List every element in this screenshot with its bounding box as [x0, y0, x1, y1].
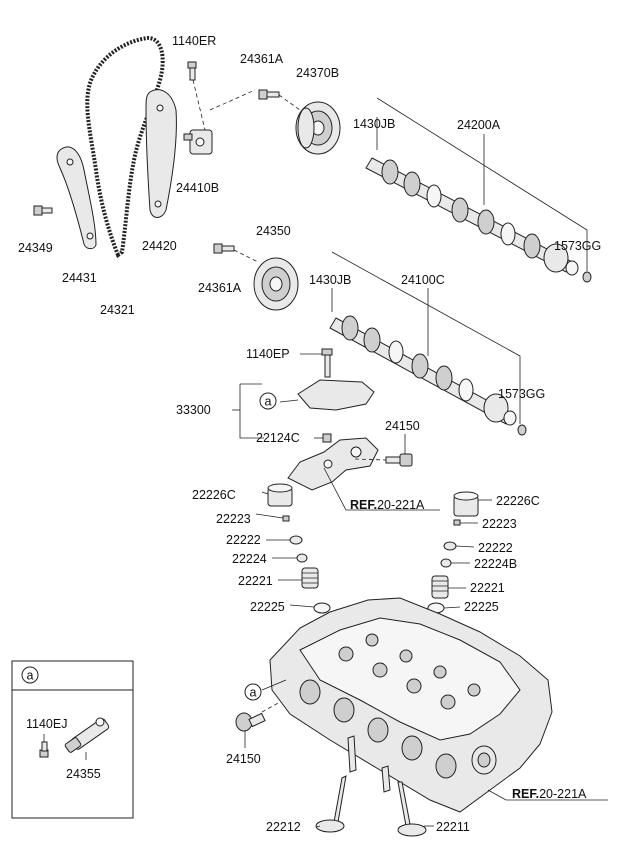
bracket-33300-drawing: [297, 379, 375, 411]
timing-chain-drawing: [85, 35, 165, 259]
valve-train-right: [427, 491, 492, 614]
seat-22224B-right-drawing: [440, 558, 452, 568]
callout-a-lower-letter: a: [250, 686, 257, 700]
label-22224: 22224: [232, 552, 267, 566]
seal-22225-left-drawing: [313, 602, 331, 614]
callout-a-lower: [244, 683, 262, 701]
chain-guide-left: [56, 146, 97, 250]
label-24150-bottom: 24150: [226, 752, 261, 766]
cvvt-sprocket-24370B-drawing: [295, 101, 341, 155]
label-24355: 24355: [66, 767, 101, 781]
bolt-1140EJ-drawing: [39, 741, 49, 758]
plug-1573GG-mid-drawing: [517, 424, 527, 436]
bolt-24361A-top-drawing: [258, 89, 280, 100]
label-24361A-mid: 24361A: [198, 281, 242, 295]
label-24150-top: 24150: [385, 419, 420, 433]
plug-1573GG-top-drawing: [582, 271, 592, 283]
label-1140EJ: 1140EJ: [26, 717, 67, 731]
label-22221-right: 22221: [470, 581, 505, 595]
label-22226C-right: 22226C: [496, 494, 540, 508]
seat-22224-left-drawing: [296, 553, 308, 563]
bearing-cap-drawing: [287, 437, 379, 491]
bolt-24150-top-drawing: [385, 453, 413, 467]
guide-bolt-hole: [154, 200, 162, 208]
label-1430JB-mid: 1430JB: [309, 273, 351, 287]
label-22223-left: 22223: [216, 512, 251, 526]
valve-train-left: [255, 483, 331, 614]
bolt-24349-drawing: [33, 205, 53, 216]
retainer-22222-left-drawing: [289, 535, 303, 545]
label-24361A-top: 24361A: [240, 52, 284, 66]
bolt-1140EP-drawing: [321, 348, 333, 378]
chain-guide-right: [145, 89, 177, 218]
ref-label-middle: REF.20-221A: [350, 498, 425, 512]
label-24370B: 24370B: [296, 66, 339, 80]
ref-label-bottom: REF.20-221A: [512, 787, 587, 801]
label-22226C-left: 22226C: [192, 488, 236, 502]
label-1140ER: 1140ER: [172, 34, 216, 48]
label-22224B: 22224B: [474, 557, 517, 571]
label-24350: 24350: [256, 224, 291, 238]
label-22225-right: 22225: [464, 600, 499, 614]
camshaft-24200A-drawing: [365, 157, 579, 276]
cam-bracket-assembly: [232, 348, 440, 511]
label-22222-left: 22222: [226, 533, 261, 547]
retainer-22222-right-drawing: [443, 541, 457, 551]
tensioner-24410B-drawing: [183, 129, 213, 155]
label-24420: 24420: [142, 239, 177, 253]
bolt-1140ER-drawing: [187, 61, 197, 81]
label-1573GG-top: 1573GG: [554, 239, 601, 253]
label-24200A: 24200A: [457, 118, 501, 132]
bolt-24361A-mid-drawing: [213, 243, 235, 254]
label-24100C: 24100C: [401, 273, 445, 287]
inset-callout-letter: a: [27, 669, 34, 683]
bolt-24150-bottom-drawing: [235, 712, 266, 732]
label-1430JB-top: 1430JB: [353, 117, 395, 131]
inset-panel: a: [11, 660, 134, 819]
ocv-24355-drawing: [64, 717, 110, 753]
camshaft-24100C-drawing: [329, 315, 517, 426]
guide-bolt-hole: [156, 104, 164, 112]
label-24410B: 24410B: [176, 181, 219, 195]
key-22223-right-drawing: [453, 519, 461, 526]
label-1573GG-mid: 1573GG: [498, 387, 545, 401]
label-22221-left: 22221: [238, 574, 273, 588]
label-22225-left: 22225: [250, 600, 285, 614]
callout-a-upper-letter: a: [265, 395, 272, 409]
label-22124C: 22124C: [256, 431, 300, 445]
cylinder-head-drawing: [269, 597, 553, 813]
valve-22212-drawing: [315, 735, 357, 833]
pin-22124C-drawing: [322, 433, 332, 443]
valve-22211-drawing: [381, 765, 427, 837]
label-22212: 22212: [266, 820, 301, 834]
inset-callout-circle: [21, 666, 39, 684]
upper-camshaft-assembly: [258, 89, 592, 283]
spring-22221-right-drawing: [431, 575, 449, 599]
lower-camshaft-assembly: [213, 243, 527, 436]
label-22211: 22211: [436, 820, 470, 834]
guide-bolt-hole: [66, 158, 74, 166]
label-33300: 33300: [176, 403, 211, 417]
label-24431: 24431: [62, 271, 97, 285]
timing-chain-assembly: [33, 35, 256, 259]
callout-a-upper: [259, 392, 277, 410]
label-22223-right: 22223: [482, 517, 517, 531]
key-22223-left-drawing: [282, 515, 290, 522]
label-1140EP: 1140EP: [246, 347, 290, 361]
label-22222-right: 22222: [478, 541, 513, 555]
sprocket-24350-drawing: [253, 257, 299, 311]
label-24349: 24349: [18, 241, 53, 255]
guide-bolt-hole: [86, 232, 94, 240]
spring-22221-left-drawing: [301, 567, 319, 589]
label-24321: 24321: [100, 303, 135, 317]
